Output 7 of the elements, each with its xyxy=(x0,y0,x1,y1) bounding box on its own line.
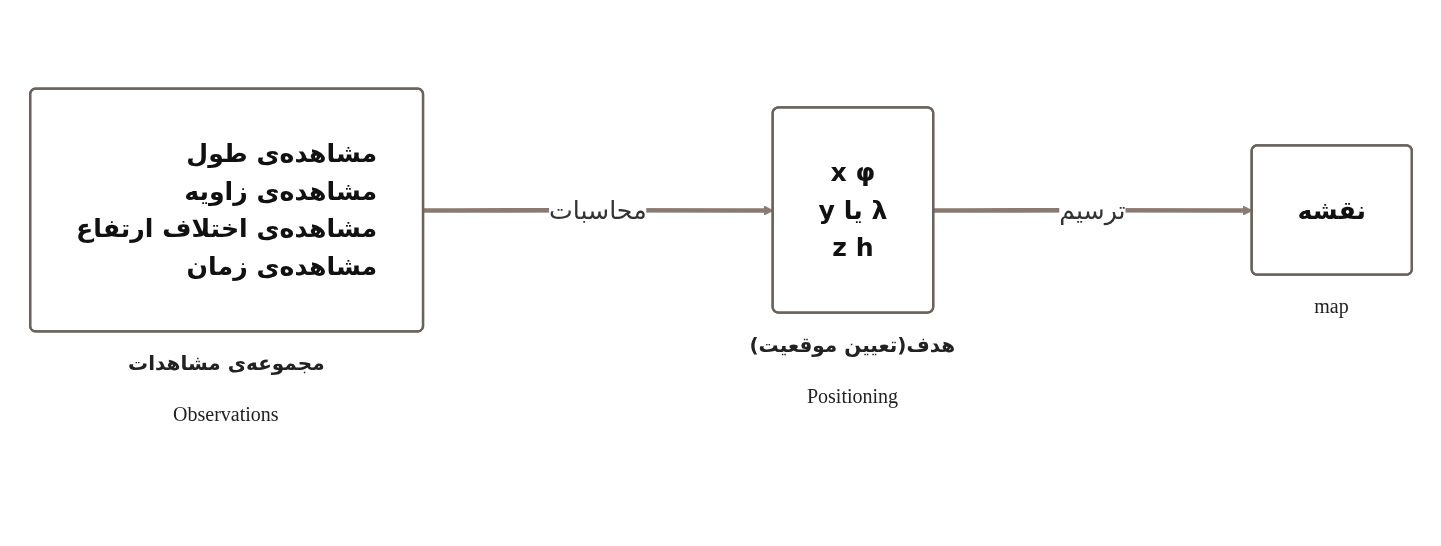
node-caption: Positioning xyxy=(806,384,899,408)
edge-label: ترسیم xyxy=(1058,195,1126,225)
node-caption: map xyxy=(1314,294,1349,318)
edge-label: محاسبات xyxy=(548,195,647,225)
node-caption: Observations xyxy=(173,403,279,427)
node-caption: مجموعه‌ی مشاهدات xyxy=(128,351,325,376)
node-caption: هدف(تعیین موقعیت) xyxy=(749,332,956,357)
